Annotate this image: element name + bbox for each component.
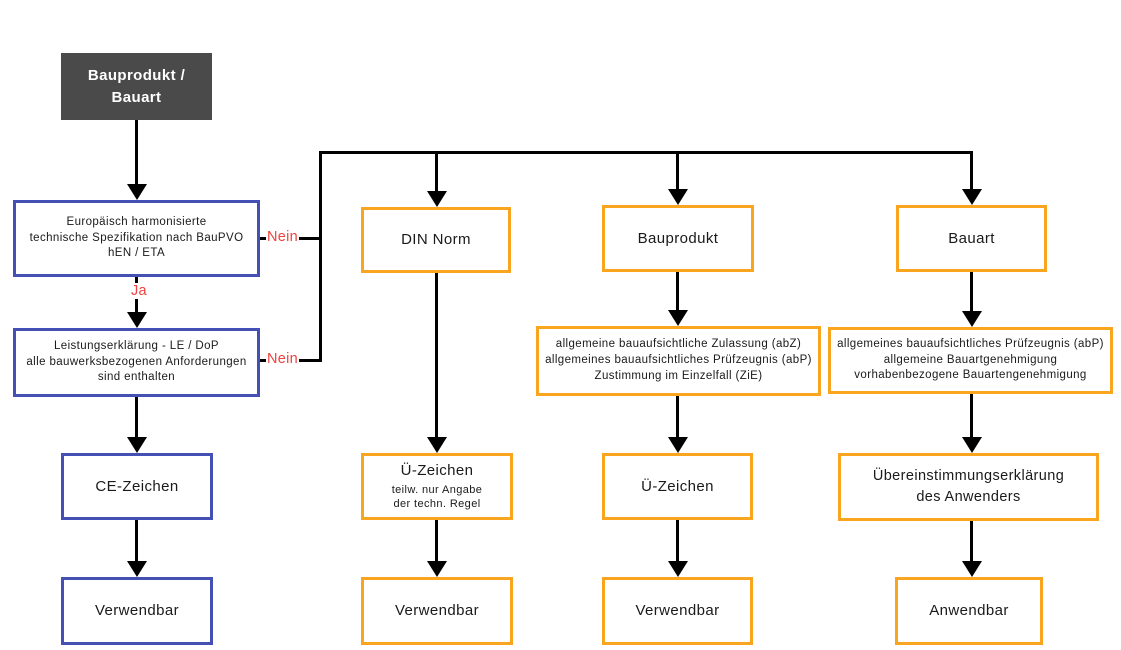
node-bauprodukt: Bauprodukt: [602, 205, 754, 272]
node-label: Bauart: [948, 229, 995, 247]
node-label-line: vorhabenbezogene Bauartengenehmigung: [854, 369, 1087, 382]
arrowhead-dop-to-ce: [127, 437, 147, 453]
arrow-root-to-eurospec: [135, 120, 138, 186]
arrowhead-docs-to-uebereinstimmung: [962, 437, 982, 453]
edge-label-nein-1: Nein: [266, 229, 300, 245]
node-label: Verwendbar: [394, 602, 480, 620]
arrowhead-bauprodukt-to-docs: [668, 310, 688, 326]
node-label-line: Bauprodukt /: [87, 66, 186, 84]
node-label-line: allgemeine bauaufsichtliche Zulassung (a…: [555, 338, 802, 351]
node-ce-zeichen: CE-Zeichen: [61, 453, 213, 520]
node-sublabel-line: teilw. nur Angabe: [391, 483, 483, 496]
node-verwendbar-din: Verwendbar: [361, 577, 513, 645]
node-label: Ü-Zeichen: [641, 477, 714, 495]
arrow-uebereinstimmung-to-anwendbar: [970, 521, 973, 562]
arrow-docs-to-uezeichen: [676, 396, 679, 438]
edge-label-nein-2: Nein: [266, 351, 300, 367]
node-verwendbar-bauprodukt: Verwendbar: [602, 577, 753, 645]
node-euro-spezifikation: Europäisch harmonisierte technische Spez…: [13, 200, 260, 277]
node-label-line: sind enthalten: [97, 371, 176, 384]
node-label-line: alle bauwerksbezogenen Anforderungen: [26, 355, 247, 368]
node-label: Bauprodukt: [637, 229, 719, 247]
node-ue-zeichen-bauprodukt: Ü-Zeichen: [602, 453, 753, 520]
arrowhead-trunk-to-bauart: [962, 189, 982, 205]
branch-spine-vertical: [319, 151, 322, 362]
arrowhead-uedin-to-verwendbar: [427, 561, 447, 577]
node-label-line: allgemeine Bauartgenehmigung: [883, 353, 1058, 366]
arrow-din-to-uezeichen: [435, 273, 438, 438]
node-label: Ü-Zeichen: [400, 462, 474, 480]
node-label-line: Übereinstimmungserklärung: [872, 467, 1065, 484]
node-label-line: Europäisch harmonisierte: [66, 215, 207, 228]
node-uebereinstimmungserklaerung: Übereinstimmungserklärung des Anwenders: [838, 453, 1099, 521]
arrow-bauprodukt-to-docs: [676, 272, 679, 311]
node-label-line: Leistungserklärung - LE / DoP: [53, 339, 219, 352]
arrow-ce-to-verwendbar: [135, 520, 138, 562]
arrow-uebauprodukt-to-verwendbar: [676, 520, 679, 562]
arrowhead-trunk-to-din: [427, 191, 447, 207]
node-label-line: allgemeines bauaufsichtliches Prüfzeugni…: [837, 337, 1104, 350]
node-label: DIN Norm: [401, 231, 471, 249]
arrow-dop-to-ce: [135, 397, 138, 438]
node-label-line: hEN / ETA: [107, 247, 166, 260]
node-label: Verwendbar: [635, 602, 720, 620]
arrowhead-uebauprodukt-to-verwendbar: [668, 561, 688, 577]
node-bauart: Bauart: [896, 205, 1047, 272]
arrow-trunk-to-bauprodukt: [676, 151, 679, 191]
node-bauprodukt-bauart-root: Bauprodukt / Bauart: [61, 53, 212, 120]
node-anwendbar: Anwendbar: [895, 577, 1043, 645]
node-label: Verwendbar: [94, 602, 180, 620]
arrowhead-ce-to-verwendbar: [127, 561, 147, 577]
node-label: CE-Zeichen: [95, 477, 179, 495]
arrowhead-din-to-uezeichen: [427, 437, 447, 453]
arrowhead-bauart-to-docs: [962, 311, 982, 327]
node-verwendbar-ce: Verwendbar: [61, 577, 213, 645]
node-label-line: Bauart: [111, 88, 162, 106]
node-din-norm: DIN Norm: [361, 207, 511, 273]
branch-trunk-horizontal: [319, 151, 973, 154]
arrow-trunk-to-din: [435, 151, 438, 193]
node-leistungserklaerung: Leistungserklärung - LE / DoP alle bauwe…: [13, 328, 260, 397]
node-bauprodukt-nachweise: allgemeine bauaufsichtliche Zulassung (a…: [536, 326, 821, 396]
arrow-uedin-to-verwendbar: [435, 520, 438, 562]
node-label-line: des Anwenders: [916, 489, 1021, 505]
node-sublabel-line: der techn. Regel: [393, 498, 481, 511]
node-label-line: technische Spezifikation nach BauPVO: [29, 231, 244, 244]
arrowhead-docs-to-uezeichen: [668, 437, 688, 453]
node-label-line: Zustimmung im Einzelfall (ZiE): [594, 369, 763, 382]
arrow-docs-to-uebereinstimmung: [970, 394, 973, 438]
arrowhead-eurospec-to-dop: [127, 312, 147, 328]
node-label: Anwendbar: [929, 602, 1009, 620]
arrowhead-trunk-to-bauprodukt: [668, 189, 688, 205]
arrowhead-uebereinstimmung-to-anwendbar: [962, 561, 982, 577]
edge-label-ja: Ja: [130, 283, 148, 299]
node-bauart-nachweise: allgemeines bauaufsichtliches Prüfzeugni…: [828, 327, 1113, 394]
arrow-bauart-to-docs: [970, 272, 973, 312]
arrow-trunk-to-bauart: [970, 151, 973, 191]
node-label-line: allgemeines bauaufsichtliches Prüfzeugni…: [545, 354, 812, 367]
node-ue-zeichen-din: Ü-Zeichen teilw. nur Angabe der techn. R…: [361, 453, 513, 520]
arrowhead-root-to-eurospec: [127, 184, 147, 200]
